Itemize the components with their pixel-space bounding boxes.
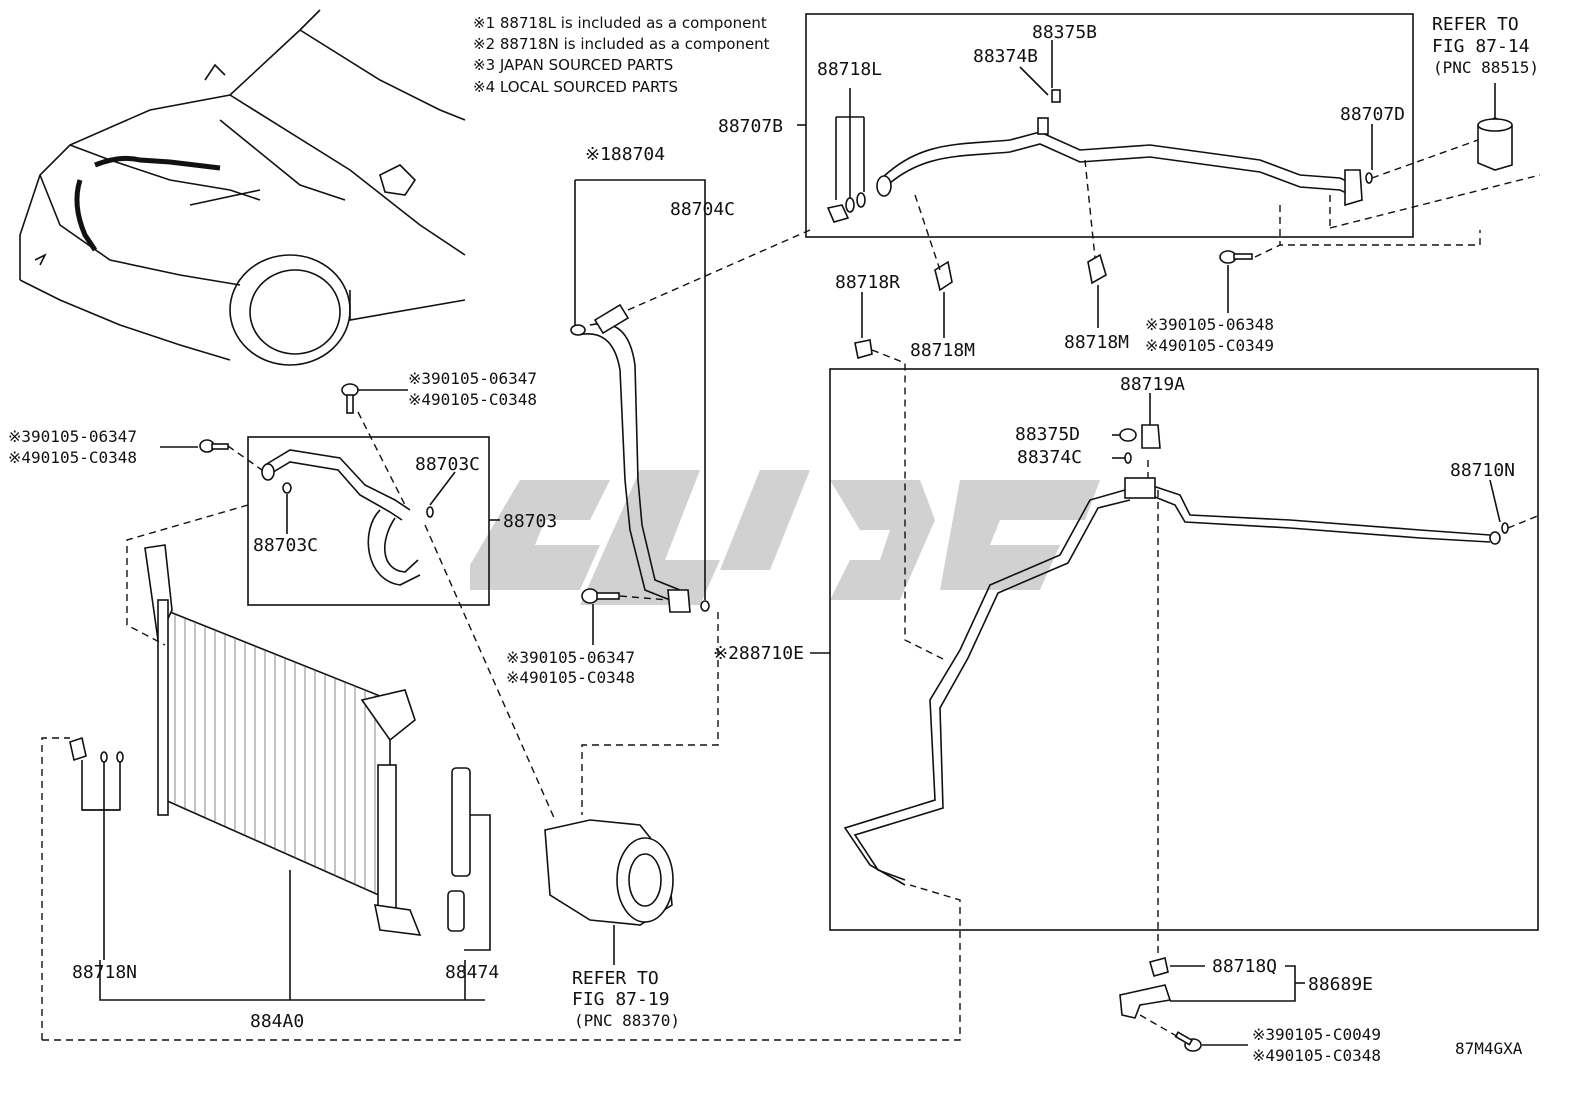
refer-top-1: REFER TO: [1432, 14, 1519, 35]
note-3: ※3 JAPAN SOURCED PARTS: [473, 56, 673, 74]
diagram-code: 87M4GXA: [1455, 1039, 1523, 1058]
label-bolt-c0349: ※490105-C0349: [1145, 336, 1274, 355]
refer-top-2: FIG 87-14: [1432, 36, 1530, 57]
label-88707b: 88707B: [718, 116, 783, 137]
bracket-88689e: [1119, 490, 1305, 1052]
label-88718q: 88718Q: [1212, 956, 1277, 977]
label-88704c: 88704C: [670, 199, 735, 220]
condenser-884a0: [144, 544, 422, 1000]
bolt-b: [341, 383, 408, 506]
label-bolt-c2: ※490105-C0348: [506, 668, 635, 687]
label-88707d: 88707D: [1340, 104, 1405, 125]
label-88374c: 88374C: [1017, 447, 1082, 468]
watermark-logo: [470, 470, 1100, 605]
label-88718m-a: 88718M: [910, 340, 975, 361]
pipe-88707b-group: [797, 13, 1414, 238]
bolt-90105-06348: [1219, 250, 1253, 313]
label-88718m-b: 88718M: [1064, 332, 1129, 353]
label-88710e: ※288710E: [713, 643, 804, 664]
compressor-88370: [544, 819, 674, 965]
label-88719a: 88719A: [1120, 374, 1185, 395]
note-2: ※2 88718N is included as a component: [473, 35, 770, 53]
label-88375b: 88375B: [1032, 22, 1097, 43]
label-88718n: 88718N: [72, 962, 137, 983]
label-bolt-b2: ※490105-C0348: [408, 390, 537, 409]
refer-top-3: (PNC 88515): [1433, 58, 1539, 77]
pipe-88710e-group: [810, 368, 1541, 931]
notes-block: ※1 88718L is included as a component ※2 …: [473, 14, 770, 96]
refer-bot-1: REFER TO: [572, 968, 659, 989]
label-88704: ※188704: [585, 144, 665, 165]
label-88718l: 88718L: [817, 59, 882, 80]
label-88375d: 88375D: [1015, 424, 1080, 445]
hose-88704: [570, 179, 811, 613]
label-88703: 88703: [503, 511, 557, 532]
label-bolt-c1: ※390105-06347: [506, 648, 635, 667]
label-88718r: 88718R: [835, 272, 900, 293]
clip-88718m-a: [934, 260, 953, 292]
receiver-88515: [1477, 83, 1513, 171]
label-88703c-a: 88703C: [415, 454, 480, 475]
label-88374b: 88374B: [973, 46, 1038, 67]
label-884a0: 884A0: [250, 1011, 304, 1032]
label-bolt-b1: ※390105-06347: [408, 369, 537, 388]
vehicle-illustration: [19, 9, 466, 366]
label-88703c-b: 88703C: [253, 535, 318, 556]
desiccant-88474: [447, 767, 491, 951]
label-bolt-06348: ※390105-06348: [1145, 315, 1274, 334]
label-88474: 88474: [445, 962, 499, 983]
refer-bot-2: FIG 87-19: [572, 989, 670, 1010]
oring-88718n: [69, 736, 124, 960]
label-88689e: 88689E: [1308, 974, 1373, 995]
label-bolt-d1: ※390105-C0049: [1252, 1025, 1381, 1044]
clip-88718m-b: [1087, 253, 1107, 285]
label-bolt-d2: ※490105-C0348: [1252, 1046, 1381, 1065]
note-4: ※4 LOCAL SOURCED PARTS: [473, 78, 678, 96]
note-1: ※1 88718L is included as a component: [473, 14, 767, 32]
refer-bot-3: (PNC 88370): [574, 1011, 680, 1030]
label-bolt-a2: ※490105-C0348: [8, 448, 137, 467]
bolt-a: [160, 439, 263, 471]
clip-88718r: [854, 339, 873, 360]
label-88710n: 88710N: [1450, 460, 1515, 481]
bolt-88704: [581, 588, 620, 645]
hose-88703-group: [247, 436, 500, 606]
label-bolt-a1: ※390105-06347: [8, 427, 137, 446]
